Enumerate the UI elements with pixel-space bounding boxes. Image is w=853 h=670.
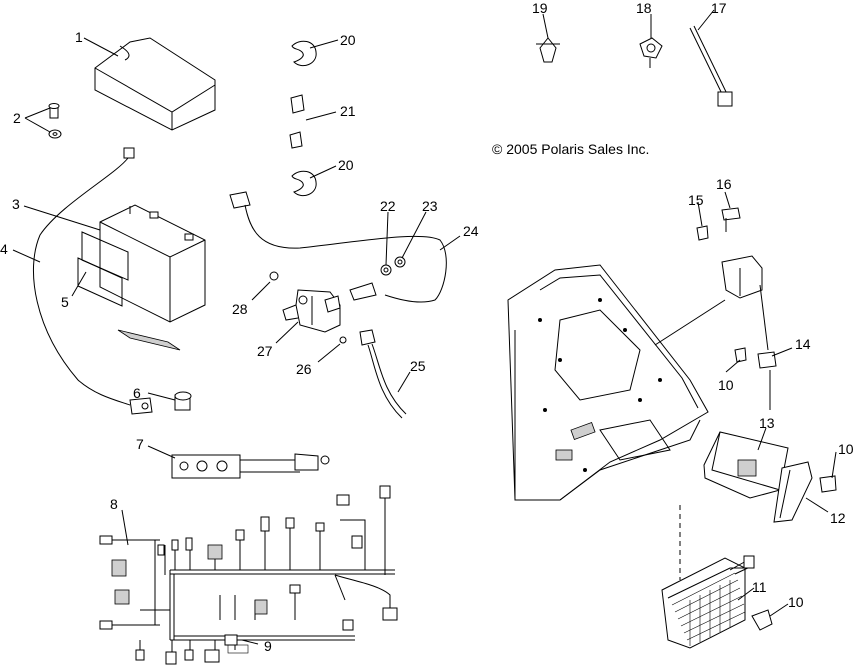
callout-9: 9 bbox=[264, 638, 272, 654]
starter-solenoid bbox=[282, 289, 341, 333]
wiring-harness bbox=[99, 485, 398, 665]
push-rivet bbox=[536, 37, 560, 63]
callout-15: 15 bbox=[688, 192, 704, 208]
callout-1: 1 bbox=[75, 29, 83, 45]
terminal-bolt bbox=[174, 391, 192, 411]
terminal-nuts bbox=[380, 256, 406, 276]
callout-6: 6 bbox=[133, 385, 141, 401]
battery-cover bbox=[94, 37, 216, 131]
grommet-clip bbox=[639, 37, 663, 68]
cable-tie bbox=[689, 25, 733, 107]
callout-28: 28 bbox=[232, 301, 248, 317]
callout-13: 13 bbox=[759, 415, 775, 431]
voltage-regulator bbox=[661, 505, 773, 649]
callout-7: 7 bbox=[136, 436, 144, 452]
callout-26: 26 bbox=[296, 361, 312, 377]
battery-decals bbox=[77, 231, 181, 351]
battery-bracket bbox=[171, 453, 330, 479]
callout-21: 21 bbox=[340, 103, 356, 119]
callout-14: 14 bbox=[795, 336, 811, 352]
small-nuts bbox=[269, 271, 347, 344]
callout-23: 23 bbox=[422, 198, 438, 214]
starter-cable bbox=[359, 329, 407, 419]
callout-11: 11 bbox=[752, 579, 767, 595]
mounting-panel bbox=[507, 264, 726, 501]
battery bbox=[99, 204, 206, 323]
cdi-bracket bbox=[773, 461, 837, 523]
callout-2: 2 bbox=[13, 110, 21, 126]
callout-10-a: 10 bbox=[718, 377, 734, 393]
callout-8: 8 bbox=[110, 496, 118, 512]
mount-screw bbox=[696, 207, 741, 241]
callout-24: 24 bbox=[463, 223, 479, 239]
copyright-notice: © 2005 Polaris Sales Inc. bbox=[492, 141, 650, 157]
callout-19: 19 bbox=[532, 0, 548, 16]
clip-14 bbox=[734, 347, 777, 369]
leader-lines bbox=[12, 9, 837, 645]
battery-cable bbox=[32, 147, 153, 415]
callout-27: 27 bbox=[257, 343, 273, 359]
cdi-module bbox=[703, 431, 789, 499]
callout-10-c: 10 bbox=[788, 594, 804, 610]
callout-22: 22 bbox=[380, 198, 396, 214]
callout-17: 17 bbox=[711, 0, 727, 16]
callout-5: 5 bbox=[61, 294, 69, 310]
callout-16: 16 bbox=[716, 176, 732, 192]
mount-grommets bbox=[289, 40, 317, 197]
callout-18: 18 bbox=[636, 0, 652, 16]
callout-12: 12 bbox=[830, 510, 846, 526]
callout-10-b: 10 bbox=[838, 441, 853, 457]
callout-4: 4 bbox=[0, 241, 8, 257]
positive-cable bbox=[229, 191, 447, 303]
callout-3: 3 bbox=[12, 196, 20, 212]
relay bbox=[721, 255, 771, 410]
callout-20-a: 20 bbox=[340, 32, 356, 48]
battery-screw bbox=[48, 103, 62, 139]
callout-20-b: 20 bbox=[338, 157, 354, 173]
callout-25: 25 bbox=[410, 358, 426, 374]
